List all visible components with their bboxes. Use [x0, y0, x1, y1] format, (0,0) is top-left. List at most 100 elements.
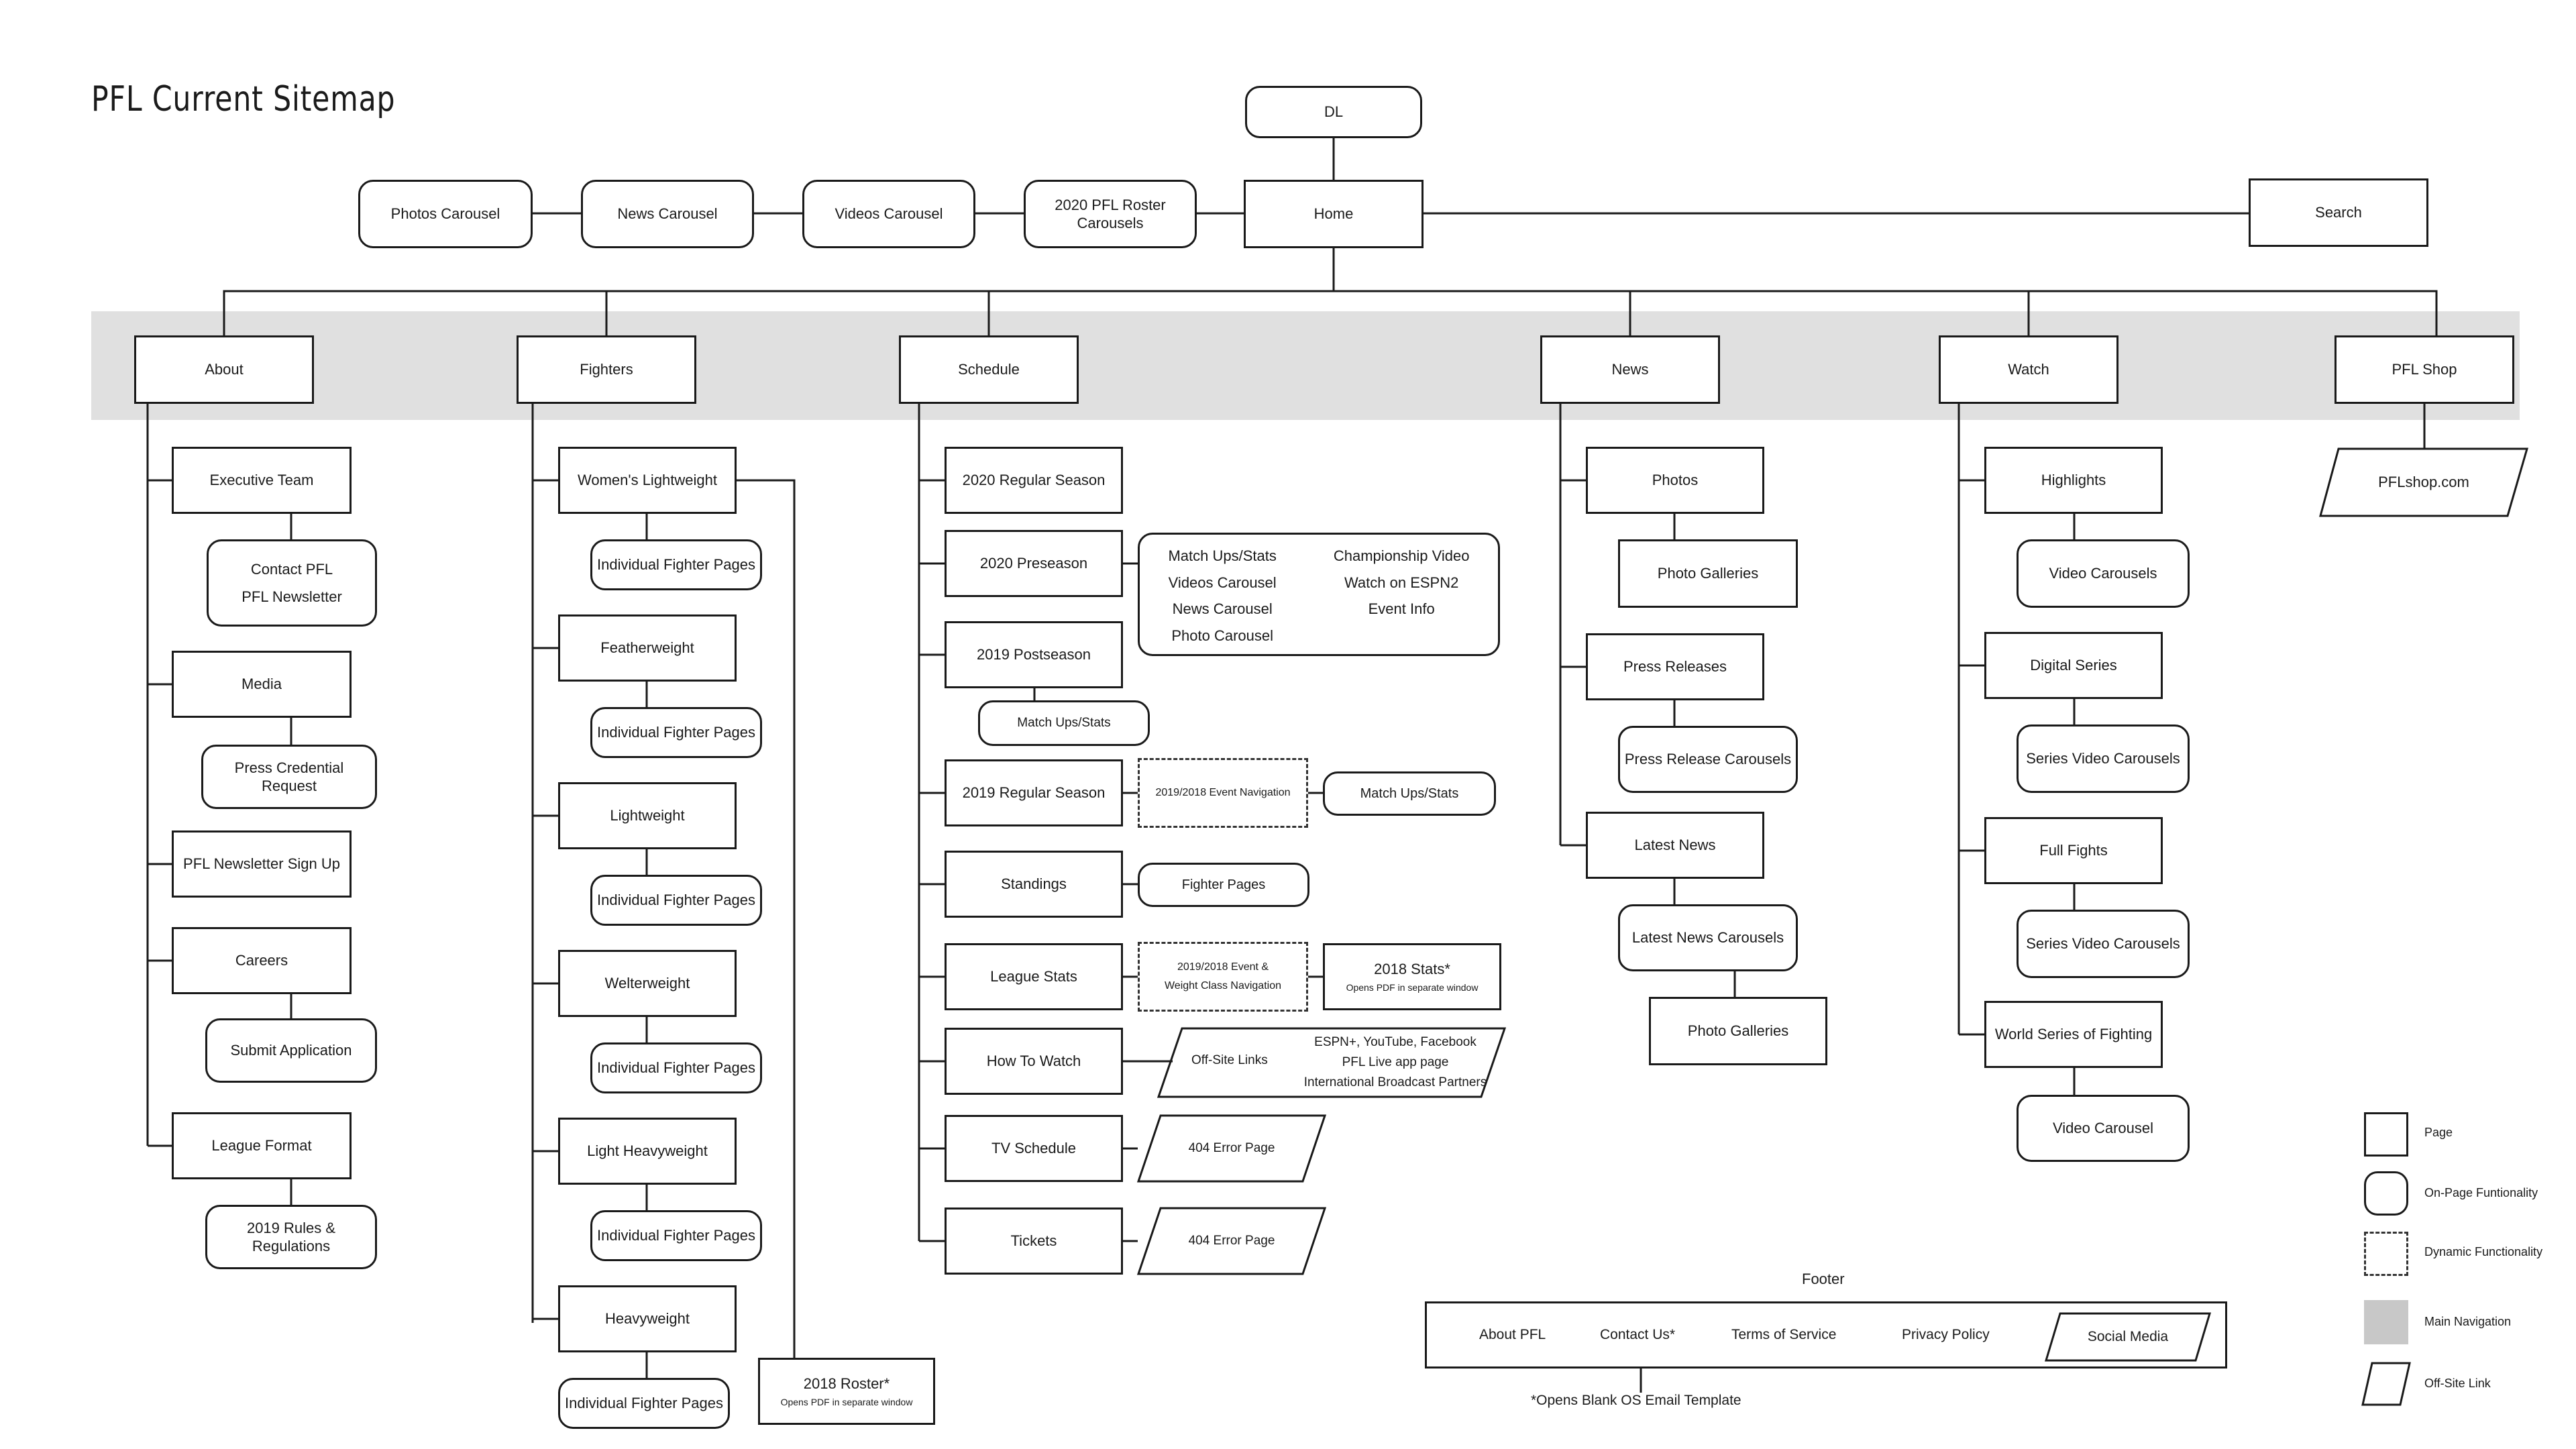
footer-contact-us: Contact Us*	[1600, 1326, 1676, 1342]
preseason-features-left: Match Ups/Stats Videos Carousel News Car…	[1168, 547, 1276, 645]
offsite-item: ESPN+, YouTube, Facebook	[1314, 1035, 1477, 1050]
press-credential-line-1: Press Credential	[234, 759, 344, 776]
individual-fighter-pages-node: Individual Fighter Pages	[590, 539, 762, 590]
digital-series-node: Digital Series	[1984, 632, 2163, 699]
newsletter-signup-node: PFL Newsletter Sign Up	[172, 830, 352, 898]
offsite-list: ESPN+, YouTube, Facebook PFL Live app pa…	[1304, 1034, 1487, 1090]
footer-about-pfl: About PFL	[1479, 1326, 1546, 1342]
press-releases-node: Press Releases	[1586, 633, 1764, 700]
light-heavyweight-node: Light Heavyweight	[558, 1118, 737, 1185]
pfl-newsletter-label: PFL Newsletter	[241, 588, 342, 605]
error-404-tv-node: 404 Error Page	[1136, 1114, 1327, 1183]
submit-application-node: Submit Application	[205, 1018, 377, 1083]
pflshop-label: PFLshop.com	[2378, 474, 2469, 491]
stats-2018-note: Opens PDF in separate window	[1346, 982, 1479, 993]
featherweight-node: Featherweight	[558, 614, 737, 682]
footer-node: About PFL Contact Us* Terms of Service P…	[1425, 1301, 2227, 1368]
legend-page-swatch	[2364, 1112, 2408, 1157]
feature-item: Championship Video	[1333, 547, 1470, 564]
postseason-matchups-node: Match Ups/Stats	[978, 700, 1150, 746]
fighter-pages-node: Fighter Pages	[1138, 863, 1309, 907]
press-credential-node: Press Credential Request	[201, 745, 377, 809]
error-404-tickets-label: 404 Error Page	[1188, 1234, 1275, 1248]
legend-dynamic-swatch	[2364, 1232, 2408, 1276]
footer-social-media: Social Media	[2044, 1312, 2212, 1362]
rules-regulations-node: 2019 Rules & Regulations	[205, 1205, 377, 1269]
dl-node: DL	[1245, 86, 1422, 138]
legend-page-label: Page	[2424, 1126, 2453, 1139]
offsite-links-shape	[1157, 1027, 1507, 1098]
heavyweight-node: Heavyweight	[558, 1285, 737, 1352]
event-weight-nav-line-2: Weight Class Navigation	[1164, 980, 1281, 991]
search-page-node: Search	[2249, 178, 2428, 247]
photos-node: Photos	[1586, 447, 1764, 514]
offsite-item: PFL Live app page	[1342, 1055, 1449, 1070]
standings-node: Standings	[945, 851, 1123, 918]
nav-about: About	[134, 335, 314, 404]
media-node: Media	[172, 651, 352, 718]
league-format-node: League Format	[172, 1112, 352, 1179]
nav-fighters: Fighters	[517, 335, 696, 404]
regular-matchups-node: Match Ups/Stats	[1323, 771, 1496, 816]
feature-item: Watch on ESPN2	[1344, 574, 1459, 591]
photo-galleries-node: Photo Galleries	[1618, 539, 1798, 608]
legend-on-page-swatch	[2364, 1171, 2408, 1216]
latest-news-node: Latest News	[1586, 812, 1764, 879]
pflshop-link-node: PFLshop.com	[2319, 447, 2528, 517]
postseason-2019-node: 2019 Postseason	[945, 621, 1123, 688]
legend-dynamic-label: Dynamic Functionality	[2424, 1245, 2543, 1258]
full-fights-node: Full Fights	[1984, 817, 2163, 884]
footer-privacy: Privacy Policy	[1902, 1326, 1990, 1342]
contact-pfl-label: Contact PFL	[250, 560, 333, 578]
offsite-shape	[1136, 1114, 1327, 1183]
individual-fighter-pages-node: Individual Fighter Pages	[590, 1210, 762, 1261]
error-404-tickets-node: 404 Error Page	[1136, 1207, 1327, 1275]
offsite-links-label: Off-Site Links	[1191, 1053, 1268, 1067]
roster-2018-node: 2018 Roster* Opens PDF in separate windo…	[758, 1358, 935, 1425]
offsite-links-parallelogram: ESPN+, YouTube, Facebook PFL Live app pa…	[1157, 1027, 1507, 1098]
stats-2018-label: 2018 Stats*	[1374, 960, 1450, 977]
individual-fighter-pages-node: Individual Fighter Pages	[590, 707, 762, 758]
offsite-shape	[2044, 1312, 2212, 1362]
offsite-shape	[1136, 1207, 1327, 1275]
nav-watch: Watch	[1939, 335, 2118, 404]
social-media-label: Social Media	[2087, 1328, 2169, 1344]
legend-offsite-swatch	[2361, 1362, 2411, 1406]
welterweight-node: Welterweight	[558, 950, 737, 1017]
individual-fighter-pages-node: Individual Fighter Pages	[558, 1378, 730, 1429]
roster-2018-label: 2018 Roster*	[803, 1375, 890, 1392]
footer-terms: Terms of Service	[1731, 1326, 1837, 1342]
league-stats-node: League Stats	[945, 943, 1123, 1010]
feature-item: Videos Carousel	[1168, 574, 1277, 591]
womens-lightweight-node: Women's Lightweight	[558, 447, 737, 514]
series-video-carousels-node: Series Video Carousels	[2017, 910, 2190, 978]
executive-team-node: Executive Team	[172, 447, 352, 514]
latest-news-carousels-node: Latest News Carousels	[1618, 904, 1798, 971]
page-title: PFL Current Sitemap	[91, 79, 396, 119]
roster-carousels-line-1: 2020 PFL Roster	[1055, 196, 1166, 213]
tv-schedule-node: TV Schedule	[945, 1115, 1123, 1182]
feature-item: News Carousel	[1172, 600, 1273, 617]
photos-carousel-node: Photos Carousel	[358, 180, 533, 248]
event-navigation-node: 2019/2018 Event Navigation	[1138, 758, 1308, 828]
legend-main-nav-swatch	[2364, 1300, 2408, 1344]
press-release-carousels-node: Press Release Carousels	[1618, 726, 1798, 793]
highlights-node: Highlights	[1984, 447, 2163, 514]
preseason-2020-node: 2020 Preseason	[945, 530, 1123, 597]
individual-fighter-pages-node: Individual Fighter Pages	[590, 1042, 762, 1093]
tickets-node: Tickets	[945, 1208, 1123, 1275]
video-carousels-node: Video Carousels	[2017, 539, 2190, 608]
event-weight-navigation-node: 2019/2018 Event & Weight Class Navigatio…	[1138, 942, 1308, 1012]
preseason-features-node: Match Ups/Stats Videos Carousel News Car…	[1138, 533, 1500, 656]
offsite-item: International Broadcast Partners	[1303, 1075, 1487, 1089]
feature-item: Event Info	[1368, 600, 1435, 617]
nav-news: News	[1540, 335, 1720, 404]
lightweight-node: Lightweight	[558, 782, 737, 849]
how-to-watch-node: How To Watch	[945, 1028, 1123, 1095]
offsite-shape	[2319, 447, 2528, 517]
stats-2018-node: 2018 Stats* Opens PDF in separate window	[1323, 943, 1501, 1010]
footer-note: *Opens Blank OS Email Template	[1531, 1393, 1741, 1408]
legend-on-page-label: On-Page Funtionality	[2424, 1186, 2538, 1199]
regular-season-2019-node: 2019 Regular Season	[945, 759, 1123, 826]
